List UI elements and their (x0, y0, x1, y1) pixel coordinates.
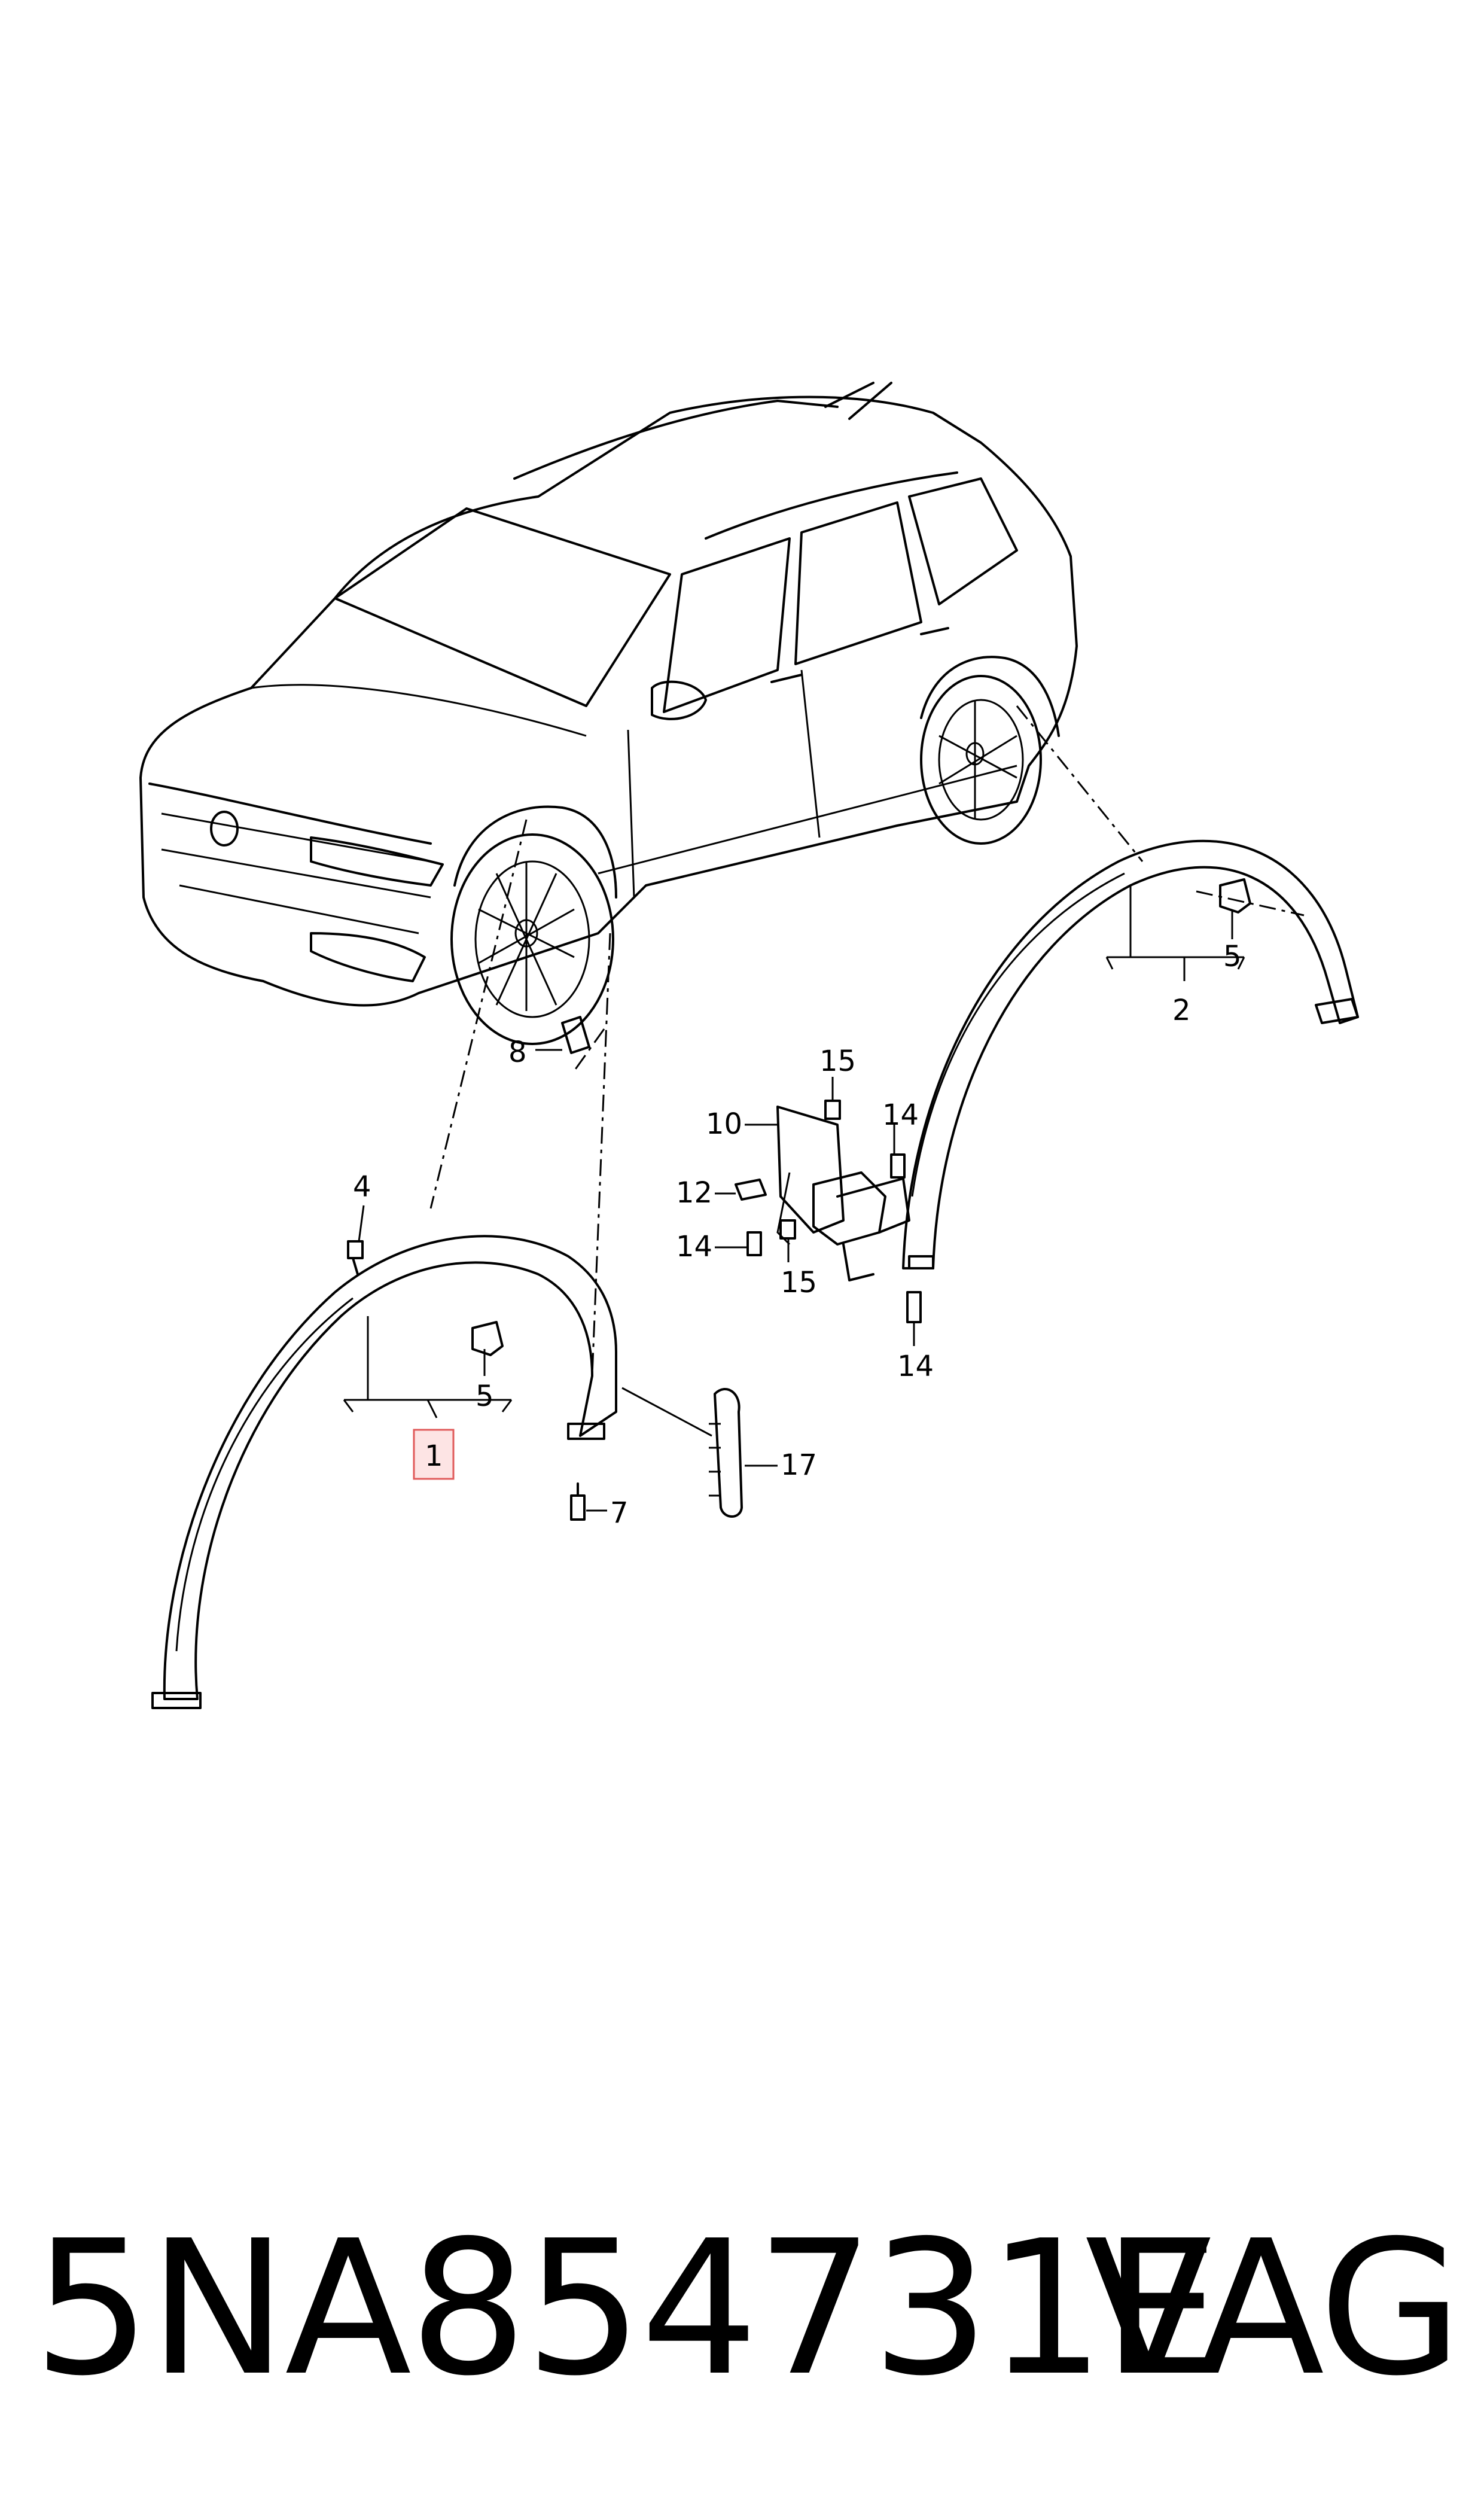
callout-17: 17 (781, 1448, 817, 1482)
bolt-15-bottom (779, 1219, 796, 1240)
bracket-assembly (776, 1106, 910, 1281)
clip-5-rear (1219, 878, 1251, 914)
callout-15-bottom: 15 (781, 1266, 817, 1299)
callout-12: 12 (676, 1176, 712, 1210)
screw-14-bottom (906, 1291, 922, 1323)
callout-4: 4 (353, 1170, 371, 1204)
callout-8: 8 (508, 1036, 527, 1069)
screw-14-right (890, 1153, 906, 1179)
screw-14-left (746, 1231, 762, 1256)
clip-12 (735, 1179, 767, 1201)
callout-15-top: 15 (819, 1045, 856, 1078)
seal-strip (709, 1387, 743, 1518)
screw-7 (570, 1482, 586, 1521)
vehicle-illustration (139, 382, 1078, 1045)
bolt-15-top (824, 1100, 841, 1120)
callout-14-right: 14 (882, 1098, 919, 1132)
callout-10: 10 (706, 1107, 742, 1141)
callout-7: 7 (610, 1496, 629, 1530)
rear-wheel-arch-trim (902, 839, 1359, 1269)
fastener-4 (347, 1240, 364, 1275)
brand-label: VAG (1084, 2201, 1462, 2417)
callout-5-front: 5 (476, 1380, 494, 1413)
callout-5-rear: 5 (1223, 940, 1242, 973)
clip-5-front (471, 1321, 504, 1356)
callout-14-bottom: 14 (897, 1350, 934, 1383)
parts-diagram: 1 2 4 5 5 7 8 10 12 14 14 14 15 15 17 (139, 382, 1359, 1709)
callout-14-left: 14 (676, 1230, 712, 1263)
callout-2: 2 (1172, 994, 1191, 1027)
callout-1-highlight (413, 1429, 455, 1480)
callout-1: 1 (425, 1439, 443, 1473)
part-number: 5NA854731E (33, 2201, 1220, 2417)
clip-8 (561, 1016, 590, 1054)
front-wheel-arch-trim (151, 1235, 617, 1709)
